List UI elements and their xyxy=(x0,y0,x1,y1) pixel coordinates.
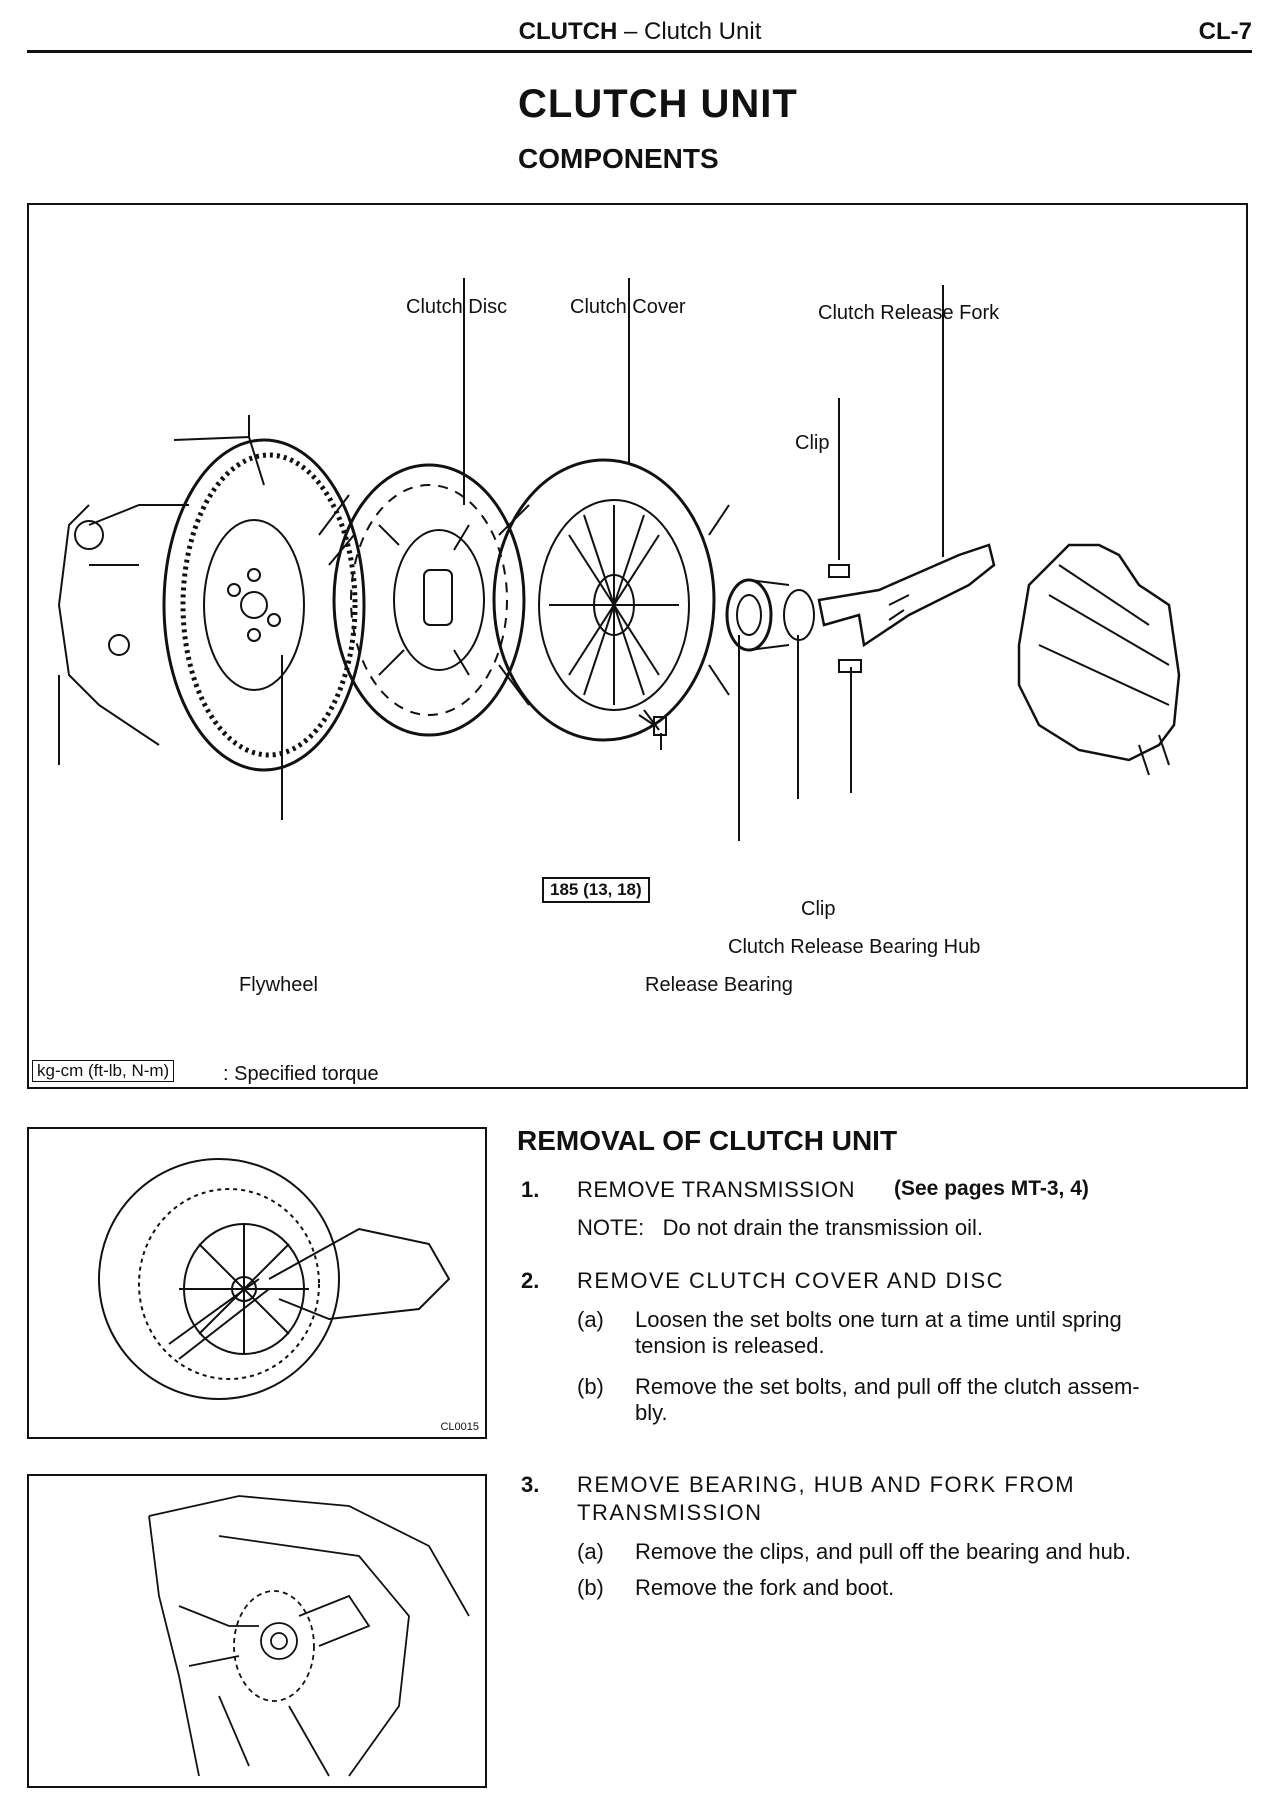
page-title: CLUTCH UNIT xyxy=(518,82,798,126)
torque-legend-text: : Specified torque xyxy=(223,1063,379,1085)
step-2-title: REMOVE CLUTCH COVER AND DISC xyxy=(577,1268,1005,1293)
removal-heading: REMOVAL OF CLUTCH UNIT xyxy=(517,1125,898,1156)
step-3b-mark: (b) xyxy=(577,1575,604,1600)
figure-remove-clutch-cover: CL0015 xyxy=(27,1127,487,1439)
figure-remove-bearing-hub-drawing xyxy=(148,1495,470,1777)
label-clip-bottom: Clip xyxy=(801,898,836,920)
step-1-title: REMOVE TRANSMISSION xyxy=(577,1177,856,1202)
step-2b-line2: bly. xyxy=(635,1400,668,1425)
step-3-title-line1: REMOVE BEARING, HUB AND FORK FROM xyxy=(577,1472,1076,1497)
step-2a-mark: (a) xyxy=(577,1307,604,1332)
figure1-code: CL0015 xyxy=(440,1421,479,1433)
step-3: 3. REMOVE BEARING, HUB AND FORK FROM TRA… xyxy=(521,1472,1241,1532)
step-3-number: 3. xyxy=(521,1472,540,1497)
label-release-bearing: Release Bearing xyxy=(645,974,793,996)
step-1-number: 1. xyxy=(521,1177,540,1202)
step-3a-line1: Remove the clips, and pull off the beari… xyxy=(635,1539,1132,1564)
torque-legend-unit: kg-cm (ft-lb, N-m) xyxy=(32,1060,175,1082)
step-2b-line1: Remove the set bolts, and pull off the c… xyxy=(635,1374,1140,1399)
header-rule xyxy=(27,50,1252,53)
clutch-cover-drawing xyxy=(492,458,730,742)
step-3a-mark: (a) xyxy=(577,1539,604,1564)
figure-remove-clutch-cover-drawing xyxy=(98,1158,451,1400)
step-2: 2. REMOVE CLUTCH COVER AND DISC xyxy=(521,1268,1241,1298)
exploded-view-drawing xyxy=(57,278,1181,841)
figure-remove-bearing-hub xyxy=(27,1474,487,1788)
label-flywheel: Flywheel xyxy=(239,974,318,996)
label-bearing-hub: Clutch Release Bearing Hub xyxy=(728,936,981,958)
note-text: Do not drain the transmission oil. xyxy=(662,1215,983,1240)
header-dash: – xyxy=(617,18,644,45)
clutch-disc-drawing xyxy=(332,463,526,737)
step-2b: (b) Remove the set bolts, and pull off t… xyxy=(577,1372,1237,1428)
page-subtitle: COMPONENTS xyxy=(518,143,719,174)
label-clutch-disc: Clutch Disc xyxy=(406,296,508,318)
engine-block-outline xyxy=(57,415,265,765)
step-1: 1. REMOVE TRANSMISSION (See pages MT-3, … xyxy=(521,1177,1241,1207)
release-bearing-drawing xyxy=(725,578,815,652)
label-clutch-cover: Clutch Cover xyxy=(570,296,686,318)
step-1-ref: (See pages MT-3, 4) xyxy=(894,1177,1089,1200)
page-number: CL-7 xyxy=(1198,18,1252,45)
step-2a-line1: Loosen the set bolts one turn at a time … xyxy=(635,1307,1122,1332)
step-3b: (b) Remove the fork and boot. xyxy=(577,1573,1237,1603)
header-section: CLUTCH xyxy=(518,18,618,45)
step-3-title-line2: TRANSMISSION xyxy=(577,1500,763,1525)
step-2b-mark: (b) xyxy=(577,1374,604,1399)
header-subsection: Clutch Unit xyxy=(643,18,762,45)
step-2a: (a) Loosen the set bolts one turn at a t… xyxy=(577,1305,1237,1361)
step-3a: (a) Remove the clips, and pull off the b… xyxy=(577,1537,1237,1567)
components-diagram xyxy=(27,203,1248,1089)
clip-top-drawing xyxy=(828,564,850,578)
step-2-number: 2. xyxy=(521,1268,540,1293)
step-3b-line1: Remove the fork and boot. xyxy=(635,1575,895,1600)
step-1-note: NOTE: Do not drain the transmission oil. xyxy=(577,1213,1237,1243)
label-clip-top: Clip xyxy=(795,432,830,454)
running-header: CLUTCH – Clutch Unit xyxy=(0,18,1280,46)
label-release-fork: Clutch Release Fork xyxy=(818,302,1000,324)
transmission-housing-drawing xyxy=(1017,543,1181,776)
torque-spec-box: 185 (13, 18) xyxy=(542,877,650,903)
step-2a-line2: tension is released. xyxy=(635,1333,825,1358)
note-label: NOTE: xyxy=(577,1215,645,1240)
release-fork-drawing xyxy=(817,543,996,648)
